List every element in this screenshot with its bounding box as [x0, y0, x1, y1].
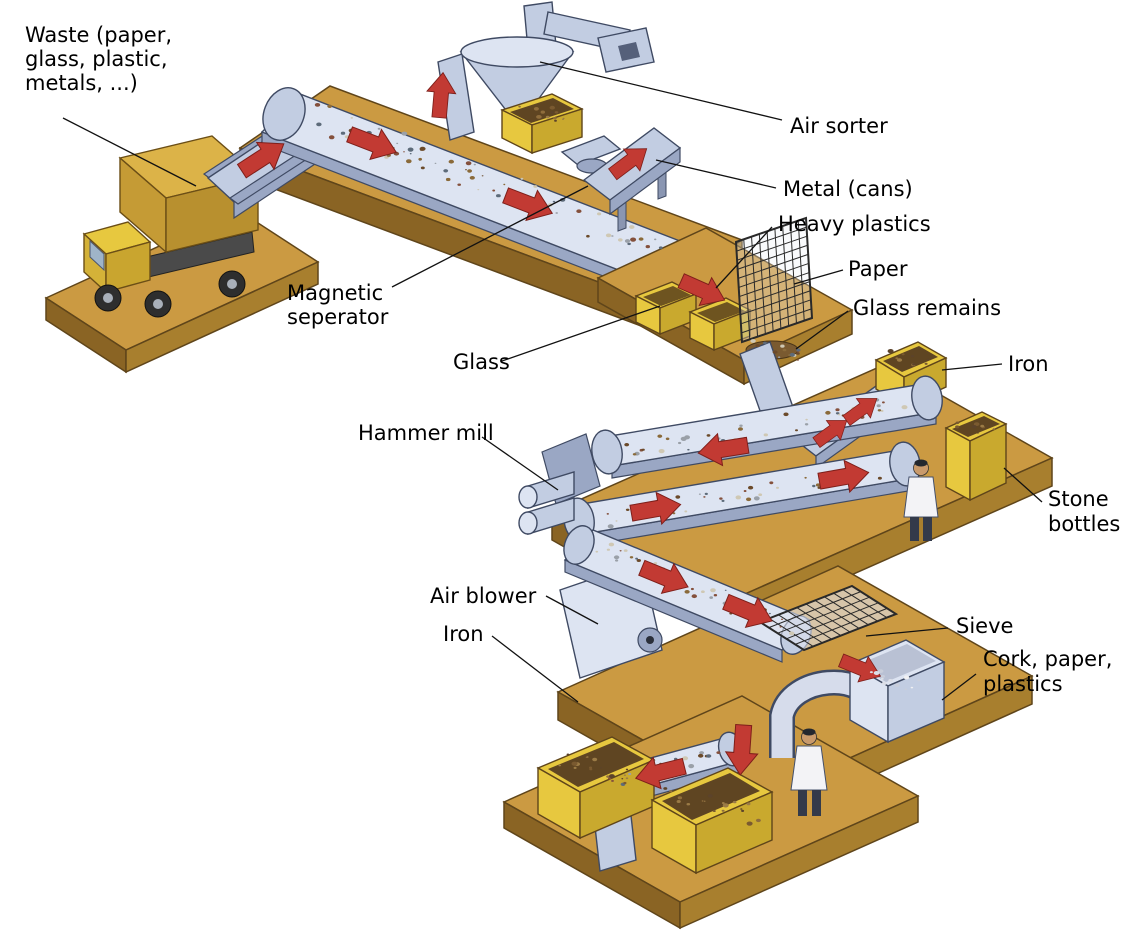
- leader-heavy-plastics: [715, 226, 773, 289]
- worker-picking-line: [903, 459, 939, 541]
- iron-bin-bottom-left: [536, 736, 656, 840]
- label-paper: Paper: [848, 257, 908, 281]
- worker-hair: [914, 459, 928, 467]
- worker-coat: [903, 476, 939, 518]
- label-hammer-mill: Hammer mill: [358, 421, 494, 445]
- label-iron-bottom: Iron: [443, 622, 484, 646]
- leader-iron-top: [941, 363, 1003, 371]
- truck-wheel-hub: [153, 299, 163, 309]
- leader-waste: [62, 117, 197, 187]
- worker-leg: [910, 517, 919, 541]
- worker-sieve: [790, 728, 828, 816]
- label-air-blower: Air blower: [430, 584, 537, 608]
- leader-hammer-mill: [481, 436, 559, 491]
- leader-stone-bottles: [1003, 467, 1043, 503]
- leader-magnetic-separator: [391, 185, 589, 288]
- label-magnetic-separator: seperator: [287, 305, 389, 329]
- paper-screen-mesh: [735, 217, 813, 343]
- label-stone-bottles: Stone: [1048, 487, 1109, 511]
- label-cork-paper-plastics: Cork, paper,: [983, 647, 1112, 671]
- leader-metal-cans: [655, 159, 777, 189]
- leader-sieve: [865, 627, 949, 637]
- belt-roller: [911, 375, 943, 421]
- hammer-mill-unit: [518, 433, 601, 535]
- paper-screen: [734, 216, 814, 344]
- label-waste: Waste (paper,: [25, 23, 172, 47]
- label-waste: metals, ...): [25, 71, 138, 95]
- glass-bin: [634, 281, 698, 336]
- label-air-sorter: Air sorter: [790, 114, 888, 138]
- label-glass-remains: Glass remains: [853, 296, 1001, 320]
- label-heavy-plastics: Heavy plastics: [778, 212, 931, 236]
- iron-bin-bottom-right: [650, 767, 774, 875]
- worker-leg: [923, 517, 932, 541]
- label-metal-cans: Metal (cans): [783, 177, 913, 201]
- leader-paper: [793, 269, 844, 285]
- bin-contents-specks: [518, 105, 996, 826]
- air-sorter-end-box-vent: [618, 42, 640, 61]
- leader-glass-remains: [795, 310, 849, 350]
- label-magnetic-separator: Magnetic: [287, 281, 383, 305]
- leader-air-blower: [545, 595, 599, 625]
- worker-leg: [798, 790, 807, 816]
- truck-cab-window: [89, 239, 105, 272]
- blower-fan-hub: [646, 636, 654, 644]
- belt-roller: [591, 429, 623, 475]
- worker-leg: [812, 790, 821, 816]
- label-iron-top: Iron: [1008, 352, 1049, 376]
- label-waste: glass, plastic,: [25, 47, 168, 71]
- heavy-plastics-bin-interior: [697, 302, 745, 322]
- label-glass: Glass: [453, 350, 510, 374]
- worker-coat: [790, 745, 828, 791]
- leader-lines: [62, 61, 1043, 703]
- labels: Waste (paper, glass, plastic, metals, ..…: [25, 23, 1120, 696]
- label-sieve: Sieve: [956, 614, 1013, 638]
- leader-iron-bottom: [491, 635, 579, 703]
- label-cork-paper-plastics: plastics: [983, 672, 1063, 696]
- truck-wheel-hub: [227, 279, 237, 289]
- air-sorter-unit: [437, 1, 655, 141]
- truck-wheel-hub: [103, 293, 113, 303]
- leader-glass: [501, 305, 661, 362]
- belt-roller: [262, 87, 306, 141]
- belt-roller: [563, 525, 595, 565]
- funnel-collection-bin: [500, 93, 584, 155]
- cork-box-specks: [869, 669, 921, 691]
- leader-cork-paper-plastics: [941, 673, 977, 701]
- label-stone-bottles: bottles: [1048, 512, 1120, 536]
- leader-air-sorter: [539, 61, 783, 121]
- truck-cab-side: [105, 241, 151, 293]
- air-sorter-funnel-mouth: [460, 36, 574, 68]
- worker-hair: [802, 728, 816, 736]
- glass-bin-interior: [643, 286, 691, 306]
- picking-conveyor-upper: [591, 375, 943, 479]
